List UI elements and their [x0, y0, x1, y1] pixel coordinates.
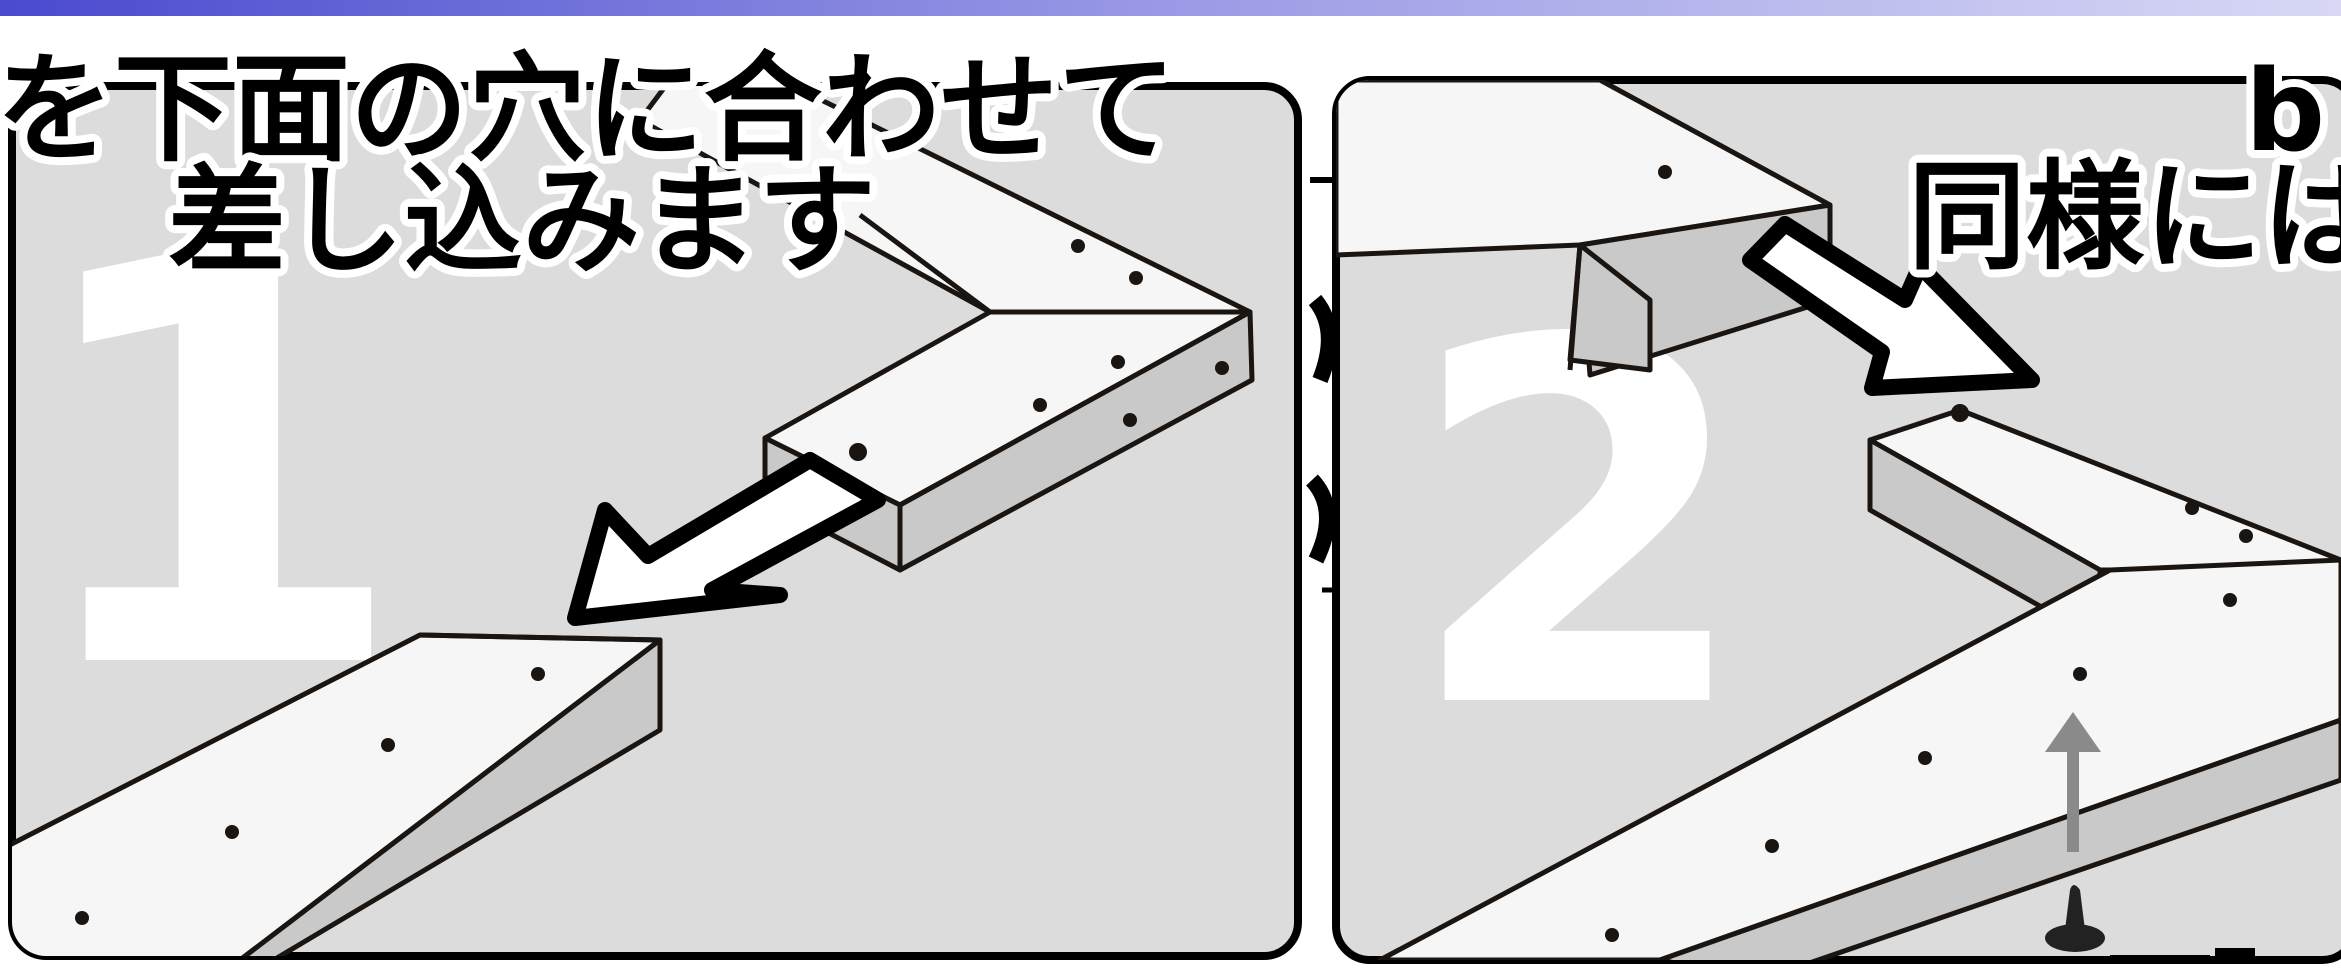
caption-left-line1: を下面の穴に合わせて: [0, 40, 1176, 178]
top-bar: [0, 0, 2341, 16]
insert-arrow-icon: [1742, 216, 2040, 396]
caption-left-line2: 差し込みます: [168, 152, 876, 290]
screw-icon: [2045, 885, 2255, 961]
panel-step-2: 2: [1332, 76, 2341, 964]
up-arrow-icon: [2045, 712, 2101, 852]
panel-step-1: 1: [8, 82, 1302, 960]
insert-arrow-icon: [567, 452, 886, 626]
caption-right-line2: 同様には: [1908, 148, 2341, 286]
caption-right-line1: b (ネ: [2245, 47, 2341, 177]
